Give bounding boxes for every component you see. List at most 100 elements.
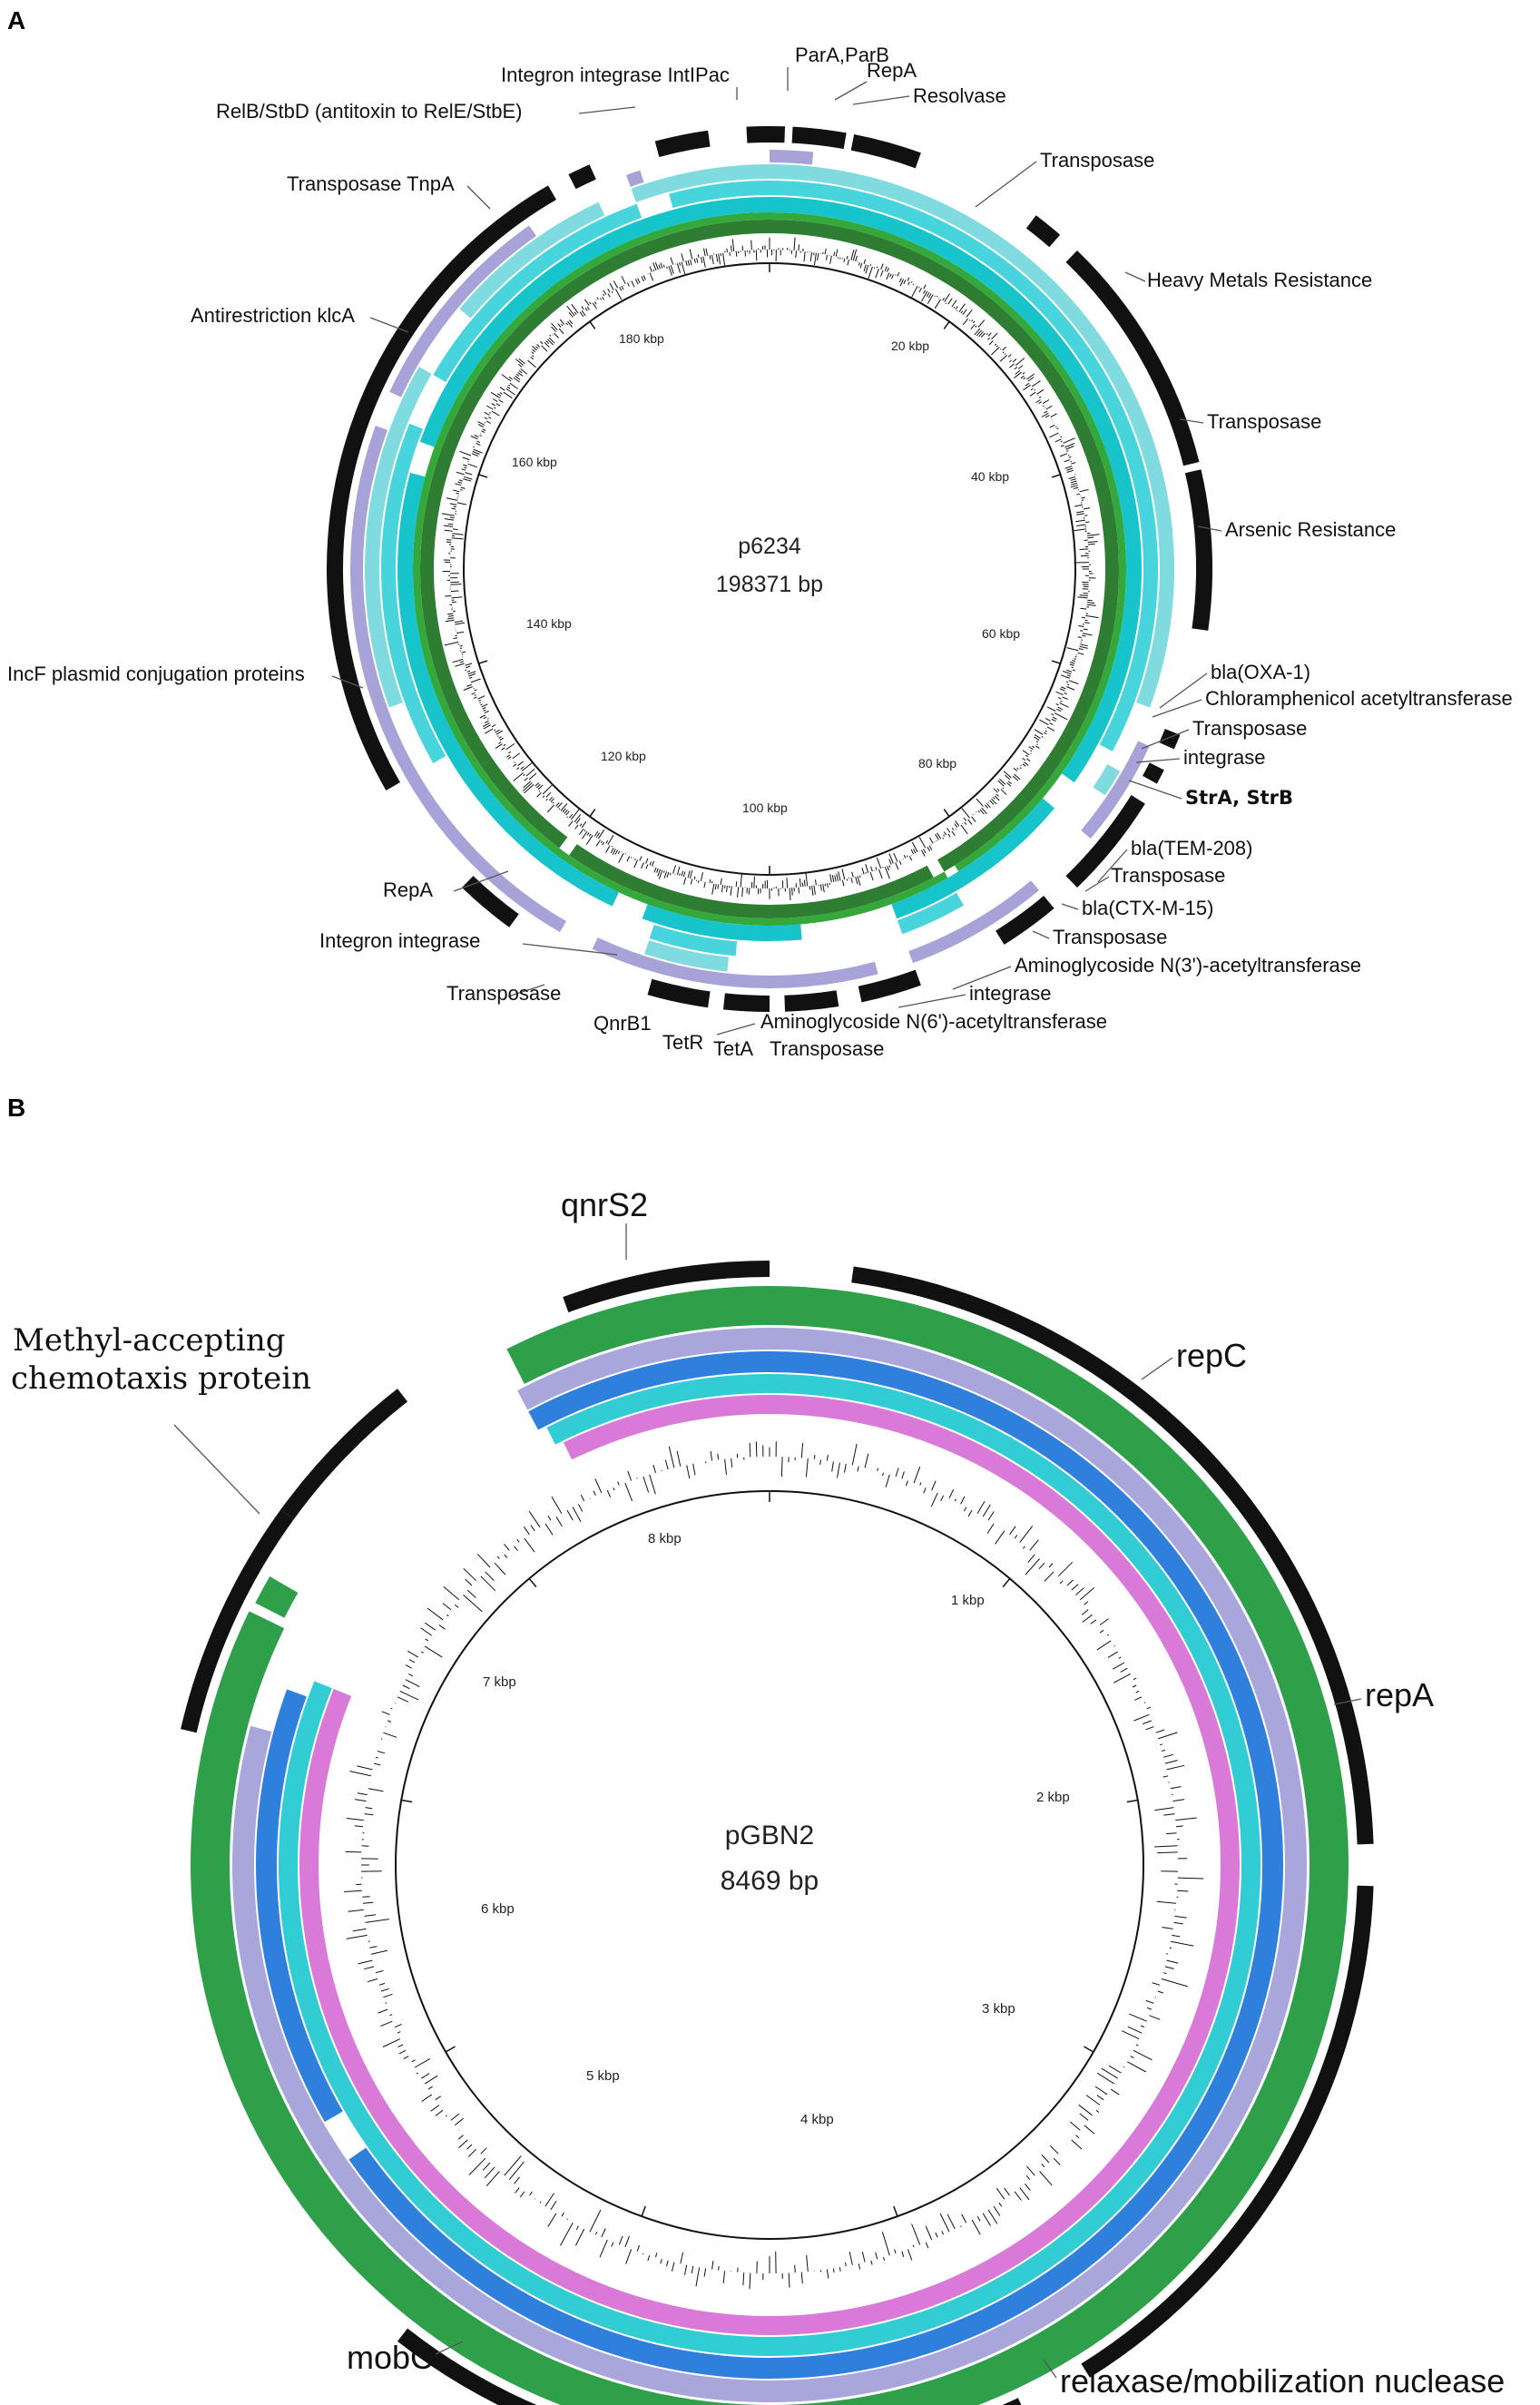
gene-label: RelB/StbD (antitoxin to RelE/StbE) xyxy=(216,100,522,123)
gene-label: Transposase xyxy=(446,982,561,1005)
panel-b-gene-blocks xyxy=(181,1261,1374,2405)
panel-a-label-leader xyxy=(1124,271,1146,282)
panel-a-tick-label: 40 kbp xyxy=(971,469,1009,484)
gene-label: IncF plasmid conjugation proteins xyxy=(7,663,305,685)
panel-a-gene-block xyxy=(568,164,596,190)
panel-a-label-leaders xyxy=(331,67,1222,1036)
panel-a-rings xyxy=(349,150,1174,988)
gene-label: Transposase xyxy=(1053,926,1167,948)
panel-a-cyan-ring xyxy=(897,892,964,935)
panel-b-label-leader xyxy=(173,1424,260,1515)
panel-a-label-leader xyxy=(1097,849,1128,883)
panel-b-letter: B xyxy=(7,1094,25,1122)
panel-b-label-leader xyxy=(1043,2359,1057,2379)
gene-label: repC xyxy=(1176,1337,1247,1374)
panel-b-rings xyxy=(191,1286,1349,2405)
panel-a-cyan-ring xyxy=(770,181,1158,751)
panel-a-gene-block xyxy=(654,130,711,158)
panel-a-tick-mark xyxy=(589,809,596,818)
panel-a-gene-block xyxy=(1065,795,1145,888)
panel-b-tick-label: 6 kbp xyxy=(481,1901,515,1917)
gene-label: Resolvase xyxy=(913,84,1006,107)
gene-label: Transposase xyxy=(1111,864,1225,887)
gene-label: relaxase/mobilization nuclease xyxy=(1060,2362,1505,2400)
panel-a-cyan-ring xyxy=(397,472,619,907)
panel-b-tick-label: 1 kbp xyxy=(951,1593,985,1608)
panel-a-letter: A xyxy=(7,6,25,34)
panel-a-tick-mark xyxy=(478,660,488,664)
gene-label: Integron integrase xyxy=(319,929,480,952)
panel-a-tick-label: 140 kbp xyxy=(526,616,572,631)
panel-b-tick-mark xyxy=(528,1577,537,1588)
panel-b-tick-label: 7 kbp xyxy=(483,1674,516,1690)
panel-a-label-leader xyxy=(834,81,868,101)
panel-a-tick-mark xyxy=(589,320,596,329)
panel-b-tick-label: 3 kbp xyxy=(982,2001,1015,2017)
panel-a-cyan-ring xyxy=(459,201,605,319)
panel-a-lavender-ring xyxy=(592,937,878,988)
panel-a-tick-mark xyxy=(943,809,950,818)
panel-a-label-leader xyxy=(453,870,509,892)
panel-a-gene-block xyxy=(850,133,921,169)
panel-a-cyan-ring xyxy=(642,904,802,941)
gene-label: QnrB1 xyxy=(593,1012,652,1035)
panel-a-label-leader xyxy=(466,185,491,210)
panel-a-gene-block xyxy=(1025,215,1061,248)
panel-b-plasmid-size: 8469 bp xyxy=(721,1866,819,1896)
panel-a-label-leader xyxy=(369,317,409,333)
panel-a-tick-label: 20 kbp xyxy=(891,339,929,353)
panel-b-blue-ring xyxy=(255,1689,343,2122)
gene-label: RepA xyxy=(383,879,433,901)
panel-b-tick-label: 4 kbp xyxy=(800,2112,834,2127)
gene-label: Chloramphenicol acetyltransferase xyxy=(1205,687,1513,710)
panel-a-label-leader xyxy=(1032,930,1050,939)
panel-a-cyan-ring xyxy=(380,423,446,763)
panel-a-plasmid-size: 198371 bp xyxy=(716,572,823,597)
panel-a-label-leader xyxy=(1152,699,1202,718)
panel-a: A p6234 198371 bp 20 kbp 40 kbp 60 kbp 8… xyxy=(7,6,1513,1060)
panel-b-gene-block xyxy=(181,1509,294,1733)
panel-a-tick-label: 180 kbp xyxy=(619,331,664,346)
panel-b-tick-mark xyxy=(401,1799,413,1803)
gene-label: qnrS2 xyxy=(561,1186,648,1223)
panel-b-gene-block xyxy=(280,1389,408,1520)
panel-a-tick-mark xyxy=(1051,474,1061,478)
panel-b-tick-mark xyxy=(1126,1799,1138,1803)
panel-a-lavender-ring xyxy=(908,880,1039,964)
gene-label: Transposase xyxy=(1192,717,1307,740)
panel-b-label-leader xyxy=(1141,1357,1173,1380)
panel-b-green-ring xyxy=(255,1576,299,1618)
panel-a-label-leader xyxy=(975,161,1037,208)
gene-label: Transposase xyxy=(770,1037,884,1060)
panel-b-tick-mark xyxy=(641,2205,646,2217)
panel-a-tick-mark xyxy=(478,474,488,478)
panel-a-tick-label: 100 kbp xyxy=(742,800,788,815)
panel-a-gene-block xyxy=(1065,250,1200,466)
gene-label: mobC xyxy=(347,2339,434,2376)
panel-a-lavender-ring xyxy=(1081,741,1150,839)
panel-a-cyan-ring xyxy=(631,164,770,202)
panel-b: B pGBN2 8469 bp 1 kbp 2 kbp 3 kbp 4 kbp … xyxy=(7,1094,1505,2405)
panel-a-label-leader xyxy=(1197,525,1222,532)
gene-label: integrase xyxy=(969,982,1052,1005)
panel-a-gene-block xyxy=(647,978,711,1008)
panel-a-kbp-ticks xyxy=(478,263,1061,875)
panel-a-gene-block xyxy=(746,126,786,143)
panel-a-gc-skew xyxy=(441,237,1100,901)
panel-a-gene-block xyxy=(996,896,1054,945)
panel-a-tick-mark xyxy=(1051,660,1061,664)
panel-a-cyan-ring xyxy=(891,798,1055,919)
panel-a-tick-mark xyxy=(943,320,950,329)
gene-label: ParA,ParB xyxy=(795,44,889,66)
gene-label: Methyl-accepting xyxy=(13,1322,286,1359)
panel-a-label-leader xyxy=(1061,903,1079,910)
panel-a-gc-content-ring xyxy=(441,237,1100,901)
gene-label: TetR xyxy=(662,1031,703,1054)
panel-a-lavender-ring xyxy=(770,150,814,165)
panel-b-backbone-circle xyxy=(395,1490,1144,2240)
panel-a-label-leader xyxy=(716,1023,756,1036)
panel-b-gc-content-ring xyxy=(344,1441,1204,2290)
panel-b-tick-label: 8 kbp xyxy=(648,1531,682,1546)
panel-a-gene-block xyxy=(1143,762,1164,784)
